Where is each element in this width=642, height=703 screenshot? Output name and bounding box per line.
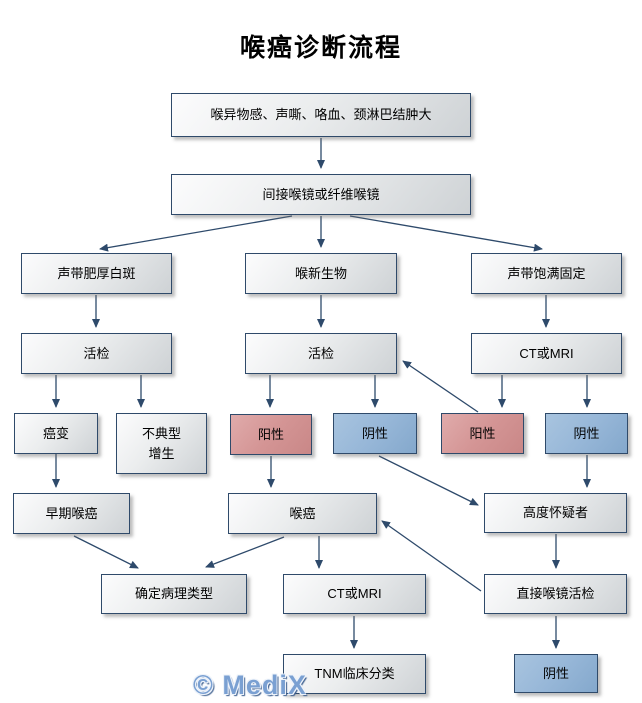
node-laryngeal-cancer: 喉癌 bbox=[228, 493, 377, 534]
node-label: 阴性 bbox=[573, 425, 600, 441]
node-tnm-classification: TNM临床分类 bbox=[283, 654, 426, 694]
arrow-b-e bbox=[349, 215, 543, 252]
medix-watermark: © MediX bbox=[193, 670, 307, 700]
node-canceration: 癌变 bbox=[14, 413, 98, 454]
arrow-l-q bbox=[378, 455, 479, 506]
node-vocal-cord-fixation: 声带饱满固定 bbox=[471, 253, 622, 294]
node-label: 阳性 bbox=[257, 426, 284, 442]
node-biopsy-left: 活检 bbox=[21, 333, 172, 374]
node-label: 阳性 bbox=[469, 425, 496, 441]
node-highly-suspected: 高度怀疑者 bbox=[484, 493, 627, 533]
node-negative-bottom: 阴性 bbox=[514, 654, 598, 693]
node-label: 高度怀疑者 bbox=[522, 505, 588, 521]
node-negative-middle: 阴性 bbox=[333, 413, 417, 454]
node-label: CT或MRI bbox=[519, 345, 574, 361]
node-atypical-hyperplasia: 不典型增生 bbox=[116, 413, 207, 474]
node-direct-laryngoscopy-biopsy: 直接喉镜活检 bbox=[484, 574, 627, 614]
node-label: 间接喉镜或纤维喉镜 bbox=[262, 186, 380, 202]
node-label: 活检 bbox=[307, 345, 334, 361]
node-label: 喉癌 bbox=[289, 505, 316, 521]
arrow-p-r bbox=[205, 536, 285, 568]
node-label: TNM临床分类 bbox=[314, 666, 395, 682]
page-title: 喉癌诊断流程 bbox=[239, 34, 402, 62]
node-ct-mri-upper: CT或MRI bbox=[471, 333, 622, 374]
node-label: 直接喉镜活检 bbox=[516, 586, 595, 602]
node-biopsy-middle: 活检 bbox=[245, 333, 397, 374]
node-label: 活检 bbox=[83, 345, 110, 361]
node-symptoms: 喉异物感、声嘶、咯血、颈淋巴结肿大 bbox=[171, 93, 471, 137]
node-laryngoscopy: 间接喉镜或纤维喉镜 bbox=[171, 174, 471, 215]
node-label: 早期喉癌 bbox=[45, 505, 98, 521]
node-label: 喉新生物 bbox=[294, 265, 347, 281]
node-label: 不典型增生 bbox=[141, 426, 181, 461]
node-label: 阴性 bbox=[361, 425, 388, 441]
node-label: 癌变 bbox=[42, 425, 69, 441]
node-ct-mri-lower: CT或MRI bbox=[283, 574, 426, 614]
node-label: 阴性 bbox=[542, 665, 569, 681]
node-label: 喉异物感、声嘶、咯血、颈淋巴结肿大 bbox=[210, 107, 432, 123]
arrow-t-p bbox=[381, 520, 482, 592]
node-early-laryngeal-cancer: 早期喉癌 bbox=[13, 493, 130, 534]
node-positive-right: 阳性 bbox=[441, 413, 524, 454]
arrow-b-c bbox=[99, 215, 293, 252]
arrow-m-g bbox=[402, 360, 479, 413]
node-negative-right: 阴性 bbox=[545, 413, 628, 454]
arrow-o-r bbox=[73, 535, 139, 569]
node-laryngeal-neoplasm: 喉新生物 bbox=[245, 253, 397, 294]
node-pathology-type: 确定病理类型 bbox=[101, 574, 247, 614]
node-label: CT或MRI bbox=[327, 586, 382, 602]
node-positive-middle: 阳性 bbox=[230, 414, 312, 455]
node-vocal-cord-leukoplakia: 声带肥厚白斑 bbox=[21, 253, 172, 294]
node-label: 声带饱满固定 bbox=[507, 265, 586, 281]
node-label: 确定病理类型 bbox=[134, 586, 213, 602]
node-label: 声带肥厚白斑 bbox=[57, 265, 136, 281]
